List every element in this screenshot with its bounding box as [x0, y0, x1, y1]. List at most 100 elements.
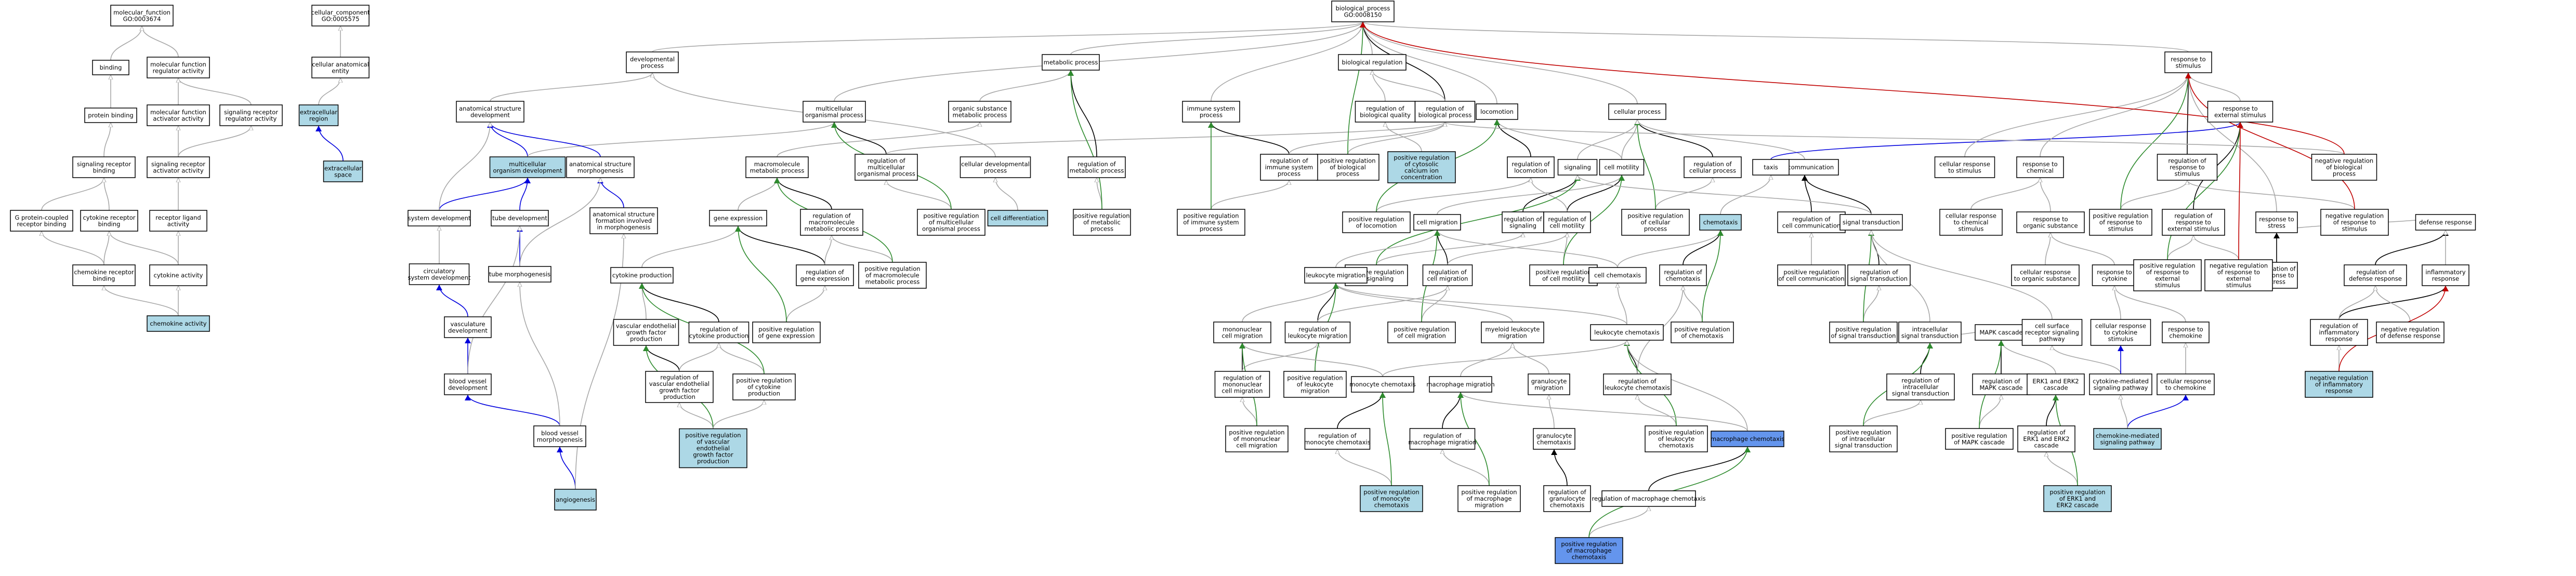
edge-bvmorph-tubemorph — [520, 282, 560, 426]
term-label-line: of macrophage — [1467, 495, 1512, 502]
term-label-line: cell communication — [1782, 222, 1841, 229]
term-box — [298, 104, 339, 126]
term-label-line: response to — [2168, 326, 2203, 333]
edge-rleukmig-rcellmig — [1317, 286, 1448, 323]
term-box — [1413, 214, 1461, 231]
term-label-line: positive regulation — [1183, 212, 1239, 220]
term-label-line: chemokine — [2169, 332, 2202, 339]
term-box — [2162, 322, 2210, 343]
term-label-line: cytokine-mediated — [2093, 378, 2149, 385]
term-label-line: chemotaxis — [1537, 438, 1571, 446]
term-label-line: signaling receptor — [151, 160, 205, 168]
term-label-line: of locomotion — [1356, 222, 1397, 229]
term-label-line: response — [2325, 387, 2352, 395]
edge-cellrespchem-respchem — [1970, 178, 2040, 210]
edge-layer — [42, 22, 2449, 538]
term-label-line: process — [1644, 225, 1667, 233]
term-box — [1752, 159, 1790, 176]
term-label-line: cell migration — [1222, 332, 1263, 339]
edge-resporg-respchem — [2040, 178, 2051, 212]
term-label-line: stimulus — [2226, 282, 2252, 289]
term-label-line: ERK1 and ERK2 — [2023, 435, 2069, 443]
term-label: system development — [408, 215, 471, 222]
edge-psig-rsig — [1376, 233, 1523, 265]
edge-rintrasig-intrasig — [1920, 342, 1933, 374]
term-box — [1342, 211, 1411, 233]
term-box — [1225, 425, 1289, 452]
term-label-line: regulation of — [1504, 216, 1542, 223]
term-label: cytokine activity — [154, 272, 203, 279]
term-label-line: concentration — [1401, 173, 1442, 181]
term-box — [645, 371, 714, 403]
edge-macchemo-leukchemo — [1627, 340, 1748, 432]
term-label-line: regulation of — [806, 269, 844, 276]
edge-cellmot-loco — [1497, 119, 1622, 160]
term-label-line: immune system — [1265, 164, 1313, 171]
term-label-line: regulation of — [2027, 429, 2066, 436]
edge-pcellproc-cellproc — [1634, 119, 1656, 210]
edge-myelmig-leukmig — [1336, 283, 1513, 323]
term-label-line: defense response — [2349, 275, 2402, 282]
term-box — [626, 51, 679, 73]
term-box — [589, 207, 658, 234]
term-label-line: organism development — [493, 167, 562, 174]
term-label-line: cellular response — [2020, 269, 2071, 276]
term-box — [2089, 209, 2152, 236]
term-label-line: growth factor — [659, 386, 700, 394]
edge-rvegfp-rckprod — [679, 343, 719, 372]
edge-rcellmig-rcellmot — [1447, 233, 1567, 265]
term-label-line: vasculature — [450, 320, 485, 328]
edge-metab-bp — [1070, 22, 1363, 55]
term-label-line: of monocyte — [1373, 495, 1410, 502]
term-box — [2011, 264, 2080, 286]
term-label-line: cell migration — [1222, 387, 1263, 395]
term-label-line: metabolic process — [865, 278, 920, 286]
term-box — [1684, 156, 1742, 178]
term-label-line: gene expression — [800, 275, 849, 282]
edge-pckprod-rckprod — [719, 343, 765, 374]
term-label-line: migration — [1300, 387, 1330, 395]
term-box — [1304, 267, 1368, 284]
term-box — [1387, 151, 1456, 183]
term-label-line: space — [334, 171, 352, 178]
term-label: protein binding — [88, 112, 133, 119]
term-label-line: granulocyte — [1536, 432, 1572, 439]
term-label-line: of cell communication — [1778, 275, 1844, 282]
term-label-line: to cytokine — [2104, 329, 2137, 336]
edge-monomig-leukmig — [1242, 283, 1336, 323]
term-box — [2320, 209, 2389, 236]
term-box — [311, 57, 370, 78]
term-box — [147, 156, 210, 178]
edge-respchem-respstim — [2040, 73, 2188, 157]
term-box — [709, 210, 767, 226]
term-label-line: molecular function — [150, 61, 206, 68]
term-label-line: response to — [2097, 269, 2132, 276]
term-label-line: positive regulation — [1394, 154, 1449, 161]
term-label-line: response to — [2022, 160, 2057, 168]
term-label-line: vascular endothelial — [616, 323, 676, 330]
edge-mcod-mcop — [527, 122, 834, 157]
term-label: tube development — [492, 215, 547, 222]
term-label: signaling — [1564, 164, 1591, 171]
